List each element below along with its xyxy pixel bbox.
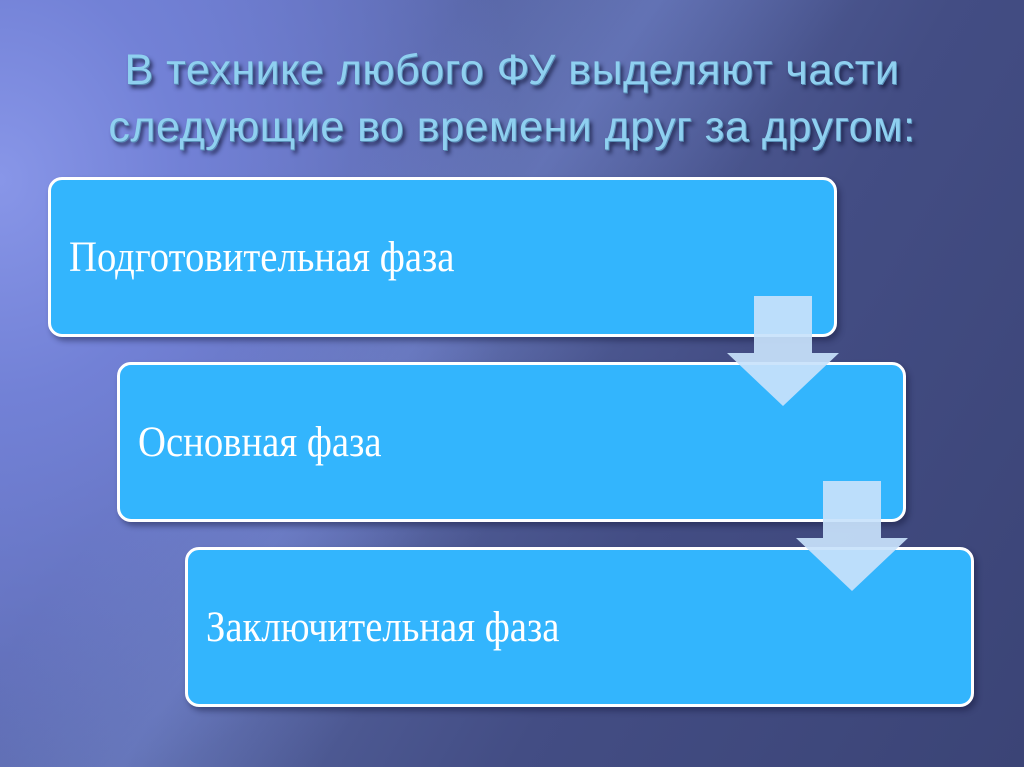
phase-label: Заключительная фаза <box>206 603 560 651</box>
arrow-down-icon <box>727 296 839 406</box>
slide-title: В технике любого ФУ выделяют части следу… <box>0 42 1024 156</box>
slide-title-line-2: следующие во времени друг за другом: <box>108 103 916 151</box>
phase-box-preparatory: Подготовительная фаза <box>48 177 837 337</box>
phase-box-final: Заключительная фаза <box>185 547 974 707</box>
slide-title-line-1: В технике любого ФУ выделяют части <box>124 46 900 94</box>
phase-label: Основная фаза <box>138 418 382 466</box>
phase-label: Подготовительная фаза <box>69 233 455 281</box>
arrow-down-icon <box>796 481 908 591</box>
